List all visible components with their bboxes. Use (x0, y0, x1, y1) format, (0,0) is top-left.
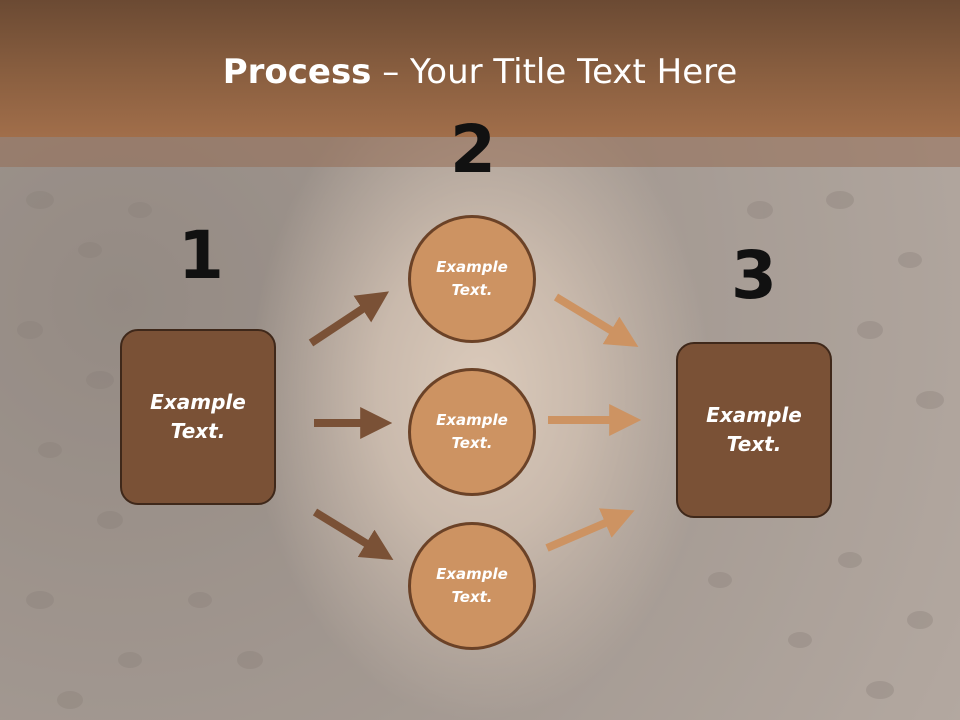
box-3-line-1: Example (706, 403, 802, 427)
step-number-2: 2 (450, 111, 496, 188)
step-number-3: 3 (731, 237, 777, 314)
arrow-left-upper (308, 291, 390, 347)
arrow-right-upper (553, 293, 639, 347)
circle-top-line-2: Text. (451, 281, 493, 299)
circle-middle-line-1: Example (436, 411, 508, 429)
step-number-1: 1 (178, 217, 224, 294)
box-3-line-2: Text. (726, 432, 782, 456)
step-circle-top: Example Text. (408, 215, 536, 343)
title-bar (0, 0, 960, 137)
circle-bottom-line-2: Text. (451, 588, 493, 606)
box-1-line-1: Example (150, 390, 246, 414)
circle-middle-line-2: Text. (451, 434, 493, 452)
step-circle-middle: Example Text. (408, 368, 536, 496)
box-1-line-2: Text. (170, 419, 226, 443)
circle-bottom-line-1: Example (436, 565, 508, 583)
step-box-3: Example Text. (676, 342, 832, 518)
title-rest: – Your Title Text Here (371, 52, 738, 92)
arrow-left-lower (312, 508, 394, 561)
title-bar-shadow (0, 137, 960, 167)
step-box-1: Example Text. (120, 329, 276, 505)
slide-title: Process – Your Title Text Here (0, 52, 960, 92)
arrow-right-lower (545, 508, 635, 552)
title-bold: Process (222, 52, 372, 92)
circle-top-line-1: Example (436, 258, 508, 276)
step-circle-bottom: Example Text. (408, 522, 536, 650)
